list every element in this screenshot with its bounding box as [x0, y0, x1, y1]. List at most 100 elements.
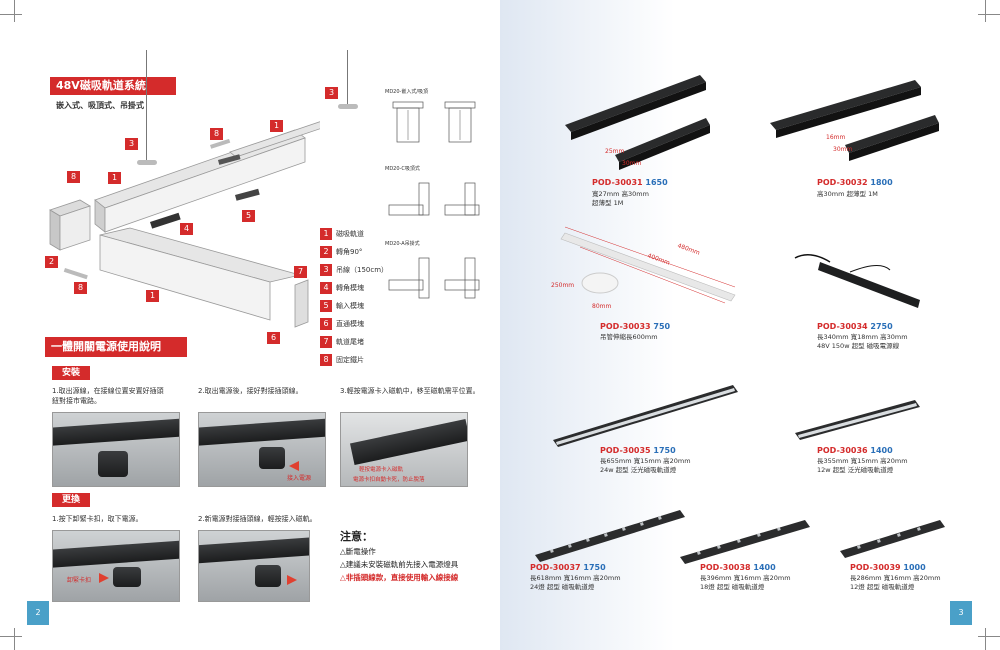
callout-tag: 1 — [146, 290, 159, 302]
product-code: POD-30038 1400 — [700, 563, 776, 572]
callout-tag: 1 — [270, 120, 283, 132]
install-step-1-cont: 鈕對接市電路。 — [52, 397, 101, 405]
product-desc: 長655mm 寬15mm 高20mm — [600, 457, 691, 465]
product-desc: 24燈 超型 磁吸軌道燈 — [530, 583, 595, 591]
dimension-label: 250mm — [551, 282, 575, 289]
page-title: 48V磁吸軌道系統 — [50, 77, 176, 95]
right-page: 25mm 30mm POD-30031 1650 寬27mm 高30mm 超薄型… — [500, 0, 1000, 650]
notice-title: 注意： — [340, 530, 373, 543]
photo-label: 接入電源 — [287, 475, 312, 482]
section-diagram-label: MD20-C吸頂式 — [385, 166, 420, 172]
callout-tag: 6 — [267, 332, 280, 344]
notice-item-warning: △非插頭線款，直接使用輸入線接線 — [340, 573, 459, 582]
callout-tag: 5 — [242, 210, 255, 222]
install-photo-1 — [52, 412, 180, 487]
product-desc: 長286mm 寬16mm 高20mm — [850, 574, 941, 582]
notice-item: △斷電操作 — [340, 547, 376, 556]
section-diagram — [388, 182, 480, 216]
replace-step-2: 2.新電源對接插頭線，輕按接入磁軌。 — [198, 515, 317, 523]
dimension-label: 30mm — [833, 146, 853, 153]
replace-photo-1: 卸緊卡扣 — [52, 530, 180, 602]
product-desc: 吊管伸縮長600mm — [600, 333, 658, 341]
section-diagram-label: MD20-A吊掛式 — [385, 241, 420, 247]
ceiling-mount — [338, 104, 358, 109]
callout-tag: 8 — [74, 282, 87, 294]
product-desc: 長396mm 寬16mm 高20mm — [700, 574, 791, 582]
product-desc: 超薄型 1M — [592, 199, 624, 207]
product-code: POD-30035 1750 — [600, 446, 676, 455]
product-code: POD-30039 1000 — [850, 563, 926, 572]
photo-label: 電源卡扣自動卡死，防止脫落 — [353, 477, 425, 483]
callout-tag: 8 — [67, 171, 80, 183]
dimension-label: 30mm — [622, 160, 642, 167]
hanging-wire — [146, 50, 147, 160]
crop-mark — [978, 14, 1000, 15]
callout-tag: 3 — [125, 138, 138, 150]
hanging-wire — [347, 50, 348, 105]
photo-label: 卸緊卡扣 — [67, 577, 92, 584]
left-page: 48V磁吸軌道系統 嵌入式、吸頂式、吊掛式 3 8 1 3 8 1 — [0, 0, 480, 650]
dimension-label: 80mm — [592, 303, 612, 310]
product-desc: 寬27mm 高30mm — [592, 190, 649, 198]
product-desc: 18燈 超型 磁吸軌道燈 — [700, 583, 765, 591]
product-image-grille-light — [680, 520, 810, 564]
crop-mark — [985, 0, 986, 22]
crop-mark — [0, 636, 22, 637]
product-desc: 24w 超型 泛光磁吸軌道燈 — [600, 466, 677, 474]
replace-step-1: 1.按下卸緊卡扣，取下電源。 — [52, 515, 143, 523]
callout-tag: 2 — [45, 256, 58, 268]
callout-tag: 3 — [325, 87, 338, 99]
crop-mark — [985, 628, 986, 650]
product-desc: 長355mm 寬15mm 高20mm — [817, 457, 908, 465]
product-code: POD-30032 1800 — [817, 178, 893, 187]
product-desc: 高30mm 超薄型 1M — [817, 190, 878, 198]
install-heading: 安裝 — [52, 366, 90, 380]
callout-tag: 1 — [108, 172, 121, 184]
install-photo-3: 輕按電源卡入磁軌 電源卡扣自動卡死，防止脫落 — [340, 412, 468, 487]
section-diagram — [388, 257, 480, 299]
product-desc: 12燈 超型 磁吸軌道燈 — [850, 583, 915, 591]
callout-tag: 7 — [294, 266, 307, 278]
crop-mark — [0, 14, 22, 15]
page-subtitle: 嵌入式、吸頂式、吊掛式 — [56, 101, 144, 110]
notice-item: △建議未安裝磁軌前先接入電源燈具 — [340, 560, 459, 569]
product-image-floodlight — [795, 400, 920, 440]
product-code: POD-30034 2750 — [817, 322, 893, 331]
install-photo-2: 接入電源 — [198, 412, 326, 487]
replace-photo-2 — [198, 530, 310, 602]
ceiling-mount — [137, 160, 157, 165]
product-image-grille-light — [535, 510, 685, 562]
track-system-diagram — [49, 121, 320, 328]
dimension-label: 25mm — [605, 148, 625, 155]
install-step-1: 1.取出源線，在接線位置安置好插頭 — [52, 387, 164, 395]
product-image-rail — [565, 75, 710, 170]
crop-mark — [14, 0, 15, 22]
product-code: POD-30033 750 — [600, 322, 671, 331]
product-code: POD-30031 1650 — [592, 178, 668, 187]
crop-mark — [14, 628, 15, 650]
product-desc: 48V 150w 超型 磁吸電源線 — [817, 342, 900, 350]
callout-tag: 4 — [180, 223, 193, 235]
photo-label: 輕按電源卡入磁軌 — [359, 467, 404, 473]
product-code: POD-30037 1750 — [530, 563, 606, 572]
section-diagram — [392, 101, 476, 143]
install-step-2: 2.取出電源後，接好對接插頭線。 — [198, 387, 303, 395]
install-step-3: 3.輕按電源卡入磁軌中，移至磁軌需平位置。 — [340, 387, 480, 395]
product-desc: 長340mm 寬18mm 高30mm — [817, 333, 908, 341]
power-section-title: 一體開關電源使用說明 — [45, 337, 187, 357]
callout-tag: 8 — [210, 128, 223, 140]
product-code: POD-30036 1400 — [817, 446, 893, 455]
product-image-grille-light — [840, 520, 945, 558]
product-desc: 12w 超型 泛光磁吸軌道燈 — [817, 466, 894, 474]
product-image-floodlight — [553, 385, 738, 447]
page-number: 2 — [27, 601, 49, 625]
crop-mark — [978, 636, 1000, 637]
replace-heading: 更換 — [52, 493, 90, 507]
